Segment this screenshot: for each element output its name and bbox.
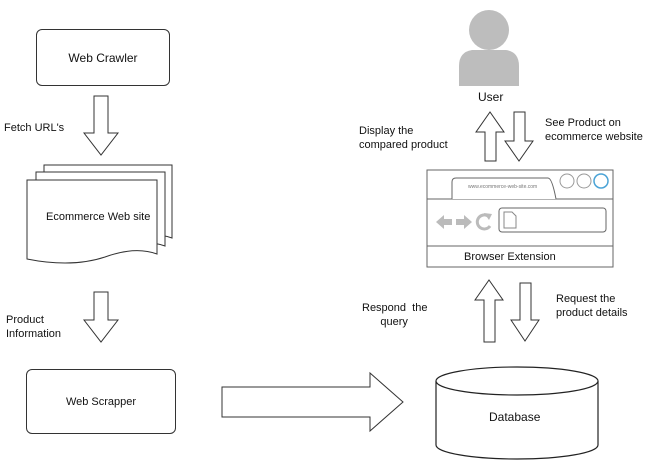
arrow-respond-query [474,279,504,343]
database-shape [435,366,599,460]
arrow-request-details [510,282,540,342]
arrow-product-information [82,291,120,343]
fetch-urls-label: Fetch URL's [4,122,65,134]
see-product-label: See Product on ecommerce website [545,117,643,143]
back-arrow-icon[interactable] [436,215,452,229]
respond-query-label: Respond the query [362,302,428,328]
arrow-see-product [504,111,534,162]
forward-arrow-icon[interactable] [456,215,472,229]
web-scrapper-label: Web Scrapper [65,395,137,408]
window-button-3[interactable] [593,173,609,189]
database-label: Database [489,410,541,424]
arrow-display-compared [475,111,505,162]
browser-address-text: www.ecommerce-web-site.com [468,184,538,190]
request-details-label: Request the product details [556,293,628,319]
display-compared-label: Display the compared product [359,125,448,151]
user-label: User [478,90,504,104]
reload-icon[interactable] [475,213,492,231]
product-information-label: Product Information [6,314,62,340]
web-crawler-box: Web Crawler [36,29,170,86]
browser-extension-label: Browser Extension [464,251,556,263]
user-icon [459,10,519,86]
web-scrapper-box: Web Scrapper [26,369,176,434]
window-button-2[interactable] [576,173,592,189]
ecommerce-pages-shape [26,164,173,264]
window-button-1[interactable] [559,173,575,189]
ecommerce-site-label: Ecommerce Web site [46,211,151,223]
arrow-to-database [221,371,404,433]
arrow-fetch-urls [82,95,120,156]
web-crawler-label: Web Crawler [68,50,138,65]
document-icon [503,211,517,229]
